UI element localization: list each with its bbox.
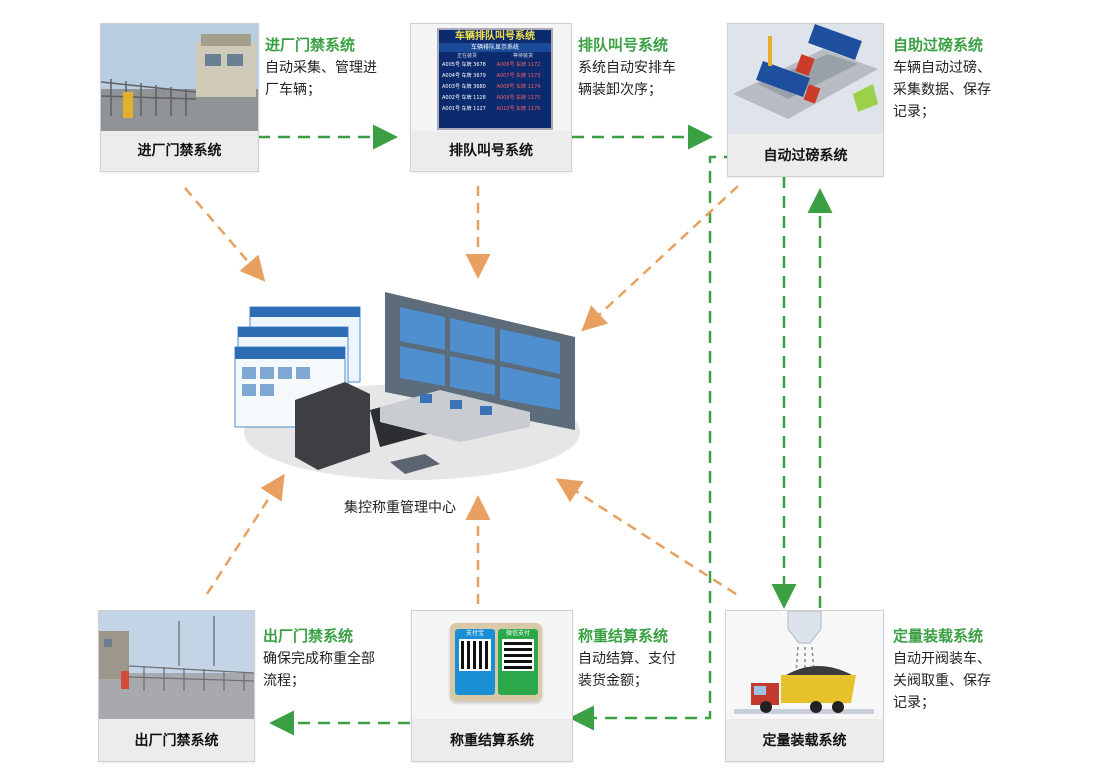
weighing-illustration xyxy=(728,24,883,134)
arrow-weigh-to-center xyxy=(581,185,739,332)
loading-card: 定量装载系统 xyxy=(725,610,884,762)
queue-screen-heading: 车辆排队叫号系统 xyxy=(455,31,535,42)
exit-gate-line: 确保完成称重全部 xyxy=(263,651,375,667)
weighing-title: 自助过磅系统 xyxy=(893,36,984,54)
arrow-weigh-to-settle xyxy=(569,155,736,731)
loading-line: 记录； xyxy=(893,695,935,711)
settlement-caption: 称重结算系统 xyxy=(450,733,534,749)
loading-illustration xyxy=(726,611,883,719)
exit-gate-title: 出厂门禁系统 xyxy=(263,627,354,645)
queue-row-cell: A007号 车牌 1173 xyxy=(496,73,541,79)
entry-gate-line: 厂车辆； xyxy=(265,82,321,98)
weighing-line: 采集数据、保存 xyxy=(893,82,991,98)
entry-gate-title: 进厂门禁系统 xyxy=(265,36,356,54)
queue-row-cell: A003号 车牌 3680 xyxy=(442,84,486,90)
loading-caption: 定量装载系统 xyxy=(762,733,847,749)
queue-row-cell: A001号 车牌 1127 xyxy=(442,106,486,112)
loading-line: 关阀取重、保存 xyxy=(893,673,991,689)
queue-caption: 排队叫号系统 xyxy=(449,143,533,159)
settlement-line: 自动结算、支付 xyxy=(578,651,676,667)
queue-line: 系统自动安排车 xyxy=(578,60,676,76)
queue-row-cell: A004号 车牌 3679 xyxy=(442,73,486,79)
queue-row-cell: A008号 车牌 1174 xyxy=(496,84,541,90)
control-center-label: 集控称重管理中心 xyxy=(344,500,456,516)
queue-row-cell: A005号 车牌 3678 xyxy=(442,62,486,68)
settlement-title: 称重结算系统 xyxy=(578,627,669,645)
queue-screen-subheading: 车辆排队显示系统 xyxy=(439,43,551,52)
queue-screen: 车辆排队叫号系统 车辆排队显示系统 正在装货 等待装货 A005号 车牌 367… xyxy=(411,24,571,131)
arrow-exit-to-center xyxy=(205,473,285,595)
queue-col-header: 等待装货 xyxy=(512,53,533,59)
alipay-label: 支付宝 xyxy=(465,630,484,637)
queue-row-cell: A010号 车牌 1176 xyxy=(496,106,541,112)
payment-terminal: 支付宝 微信支付 xyxy=(412,611,572,719)
queue-card: 车辆排队叫号系统 车辆排队显示系统 正在装货 等待装货 A005号 车牌 367… xyxy=(410,23,572,172)
wechat-pay-label: 微信支付 xyxy=(505,630,530,637)
exit-gate-description: 出厂门禁系统 确保完成称重全部 流程； xyxy=(263,624,403,692)
settlement-description: 称重结算系统 自动结算、支付 装货金额； xyxy=(578,624,703,692)
entry-gate-card: 进厂门禁系统 xyxy=(100,23,259,172)
exit-gate-line: 流程； xyxy=(263,673,305,689)
queue-row-cell: A006号 车牌 1172 xyxy=(496,62,541,68)
queue-row-cell: A009号 车牌 1175 xyxy=(496,95,541,101)
alipay-qr-icon xyxy=(459,639,491,671)
arrow-entry-to-center xyxy=(184,187,266,282)
queue-title: 排队叫号系统 xyxy=(578,36,669,54)
loading-line: 自动开阀装车、 xyxy=(893,651,991,667)
queue-col-header: 正在装货 xyxy=(456,53,477,59)
weighing-description: 自助过磅系统 车辆自动过磅、 采集数据、保存 记录； xyxy=(893,33,1033,123)
loading-description: 定量装载系统 自动开阀装车、 关阀取重、保存 记录； xyxy=(893,624,1033,714)
exit-gate-photo xyxy=(99,611,254,719)
queue-description: 排队叫号系统 系统自动安排车 辆装卸次序； xyxy=(578,33,708,101)
weighing-line: 车辆自动过磅、 xyxy=(893,60,991,76)
queue-row-cell: A002号 车牌 1128 xyxy=(442,95,486,101)
exit-gate-caption: 出厂门禁系统 xyxy=(134,733,219,749)
entry-gate-photo xyxy=(101,24,258,131)
entry-gate-caption: 进厂门禁系统 xyxy=(137,143,222,159)
settlement-line: 装货金额； xyxy=(578,673,648,689)
exit-gate-card: 出厂门禁系统 xyxy=(98,610,255,762)
settlement-card: 支付宝 微信支付 称重结算系统 xyxy=(411,610,573,762)
weighing-line: 记录； xyxy=(893,104,935,120)
loading-title: 定量装载系统 xyxy=(893,627,984,645)
arrow-load-to-center xyxy=(555,478,737,596)
control-center-illustration xyxy=(230,282,595,487)
entry-gate-description: 进厂门禁系统 自动采集、管理进 厂车辆； xyxy=(265,33,400,101)
queue-line: 辆装卸次序； xyxy=(578,82,662,98)
wechat-qr-icon xyxy=(502,639,534,671)
weighing-card: 自动过磅系统 xyxy=(727,23,884,177)
weighing-caption: 自动过磅系统 xyxy=(763,148,848,164)
entry-gate-line: 自动采集、管理进 xyxy=(265,60,377,76)
